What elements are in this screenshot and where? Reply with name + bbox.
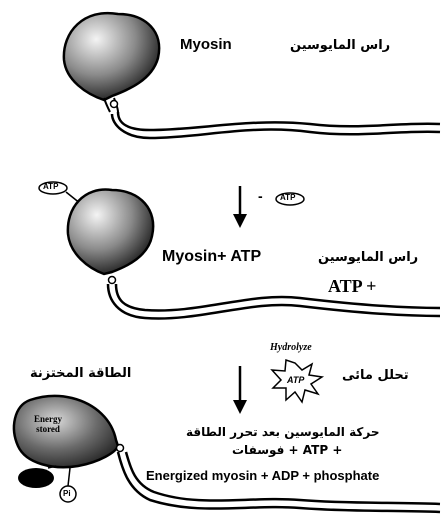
hydrolyze-label: Hydrolyze — [270, 342, 312, 353]
hydrolysis-ar-label: تحلل مائى — [342, 368, 409, 383]
down-arrow-1 — [233, 214, 247, 228]
myosin-tail-1b — [118, 112, 440, 130]
energy-stored-line1: Energy — [34, 414, 62, 424]
pi-label: Pi — [63, 489, 71, 498]
myosin-tail-2b — [116, 284, 440, 310]
atp-plus-label: ATP + — [328, 276, 376, 297]
energy-stored-line2: stored — [34, 424, 62, 434]
myosin-head-1 — [64, 13, 159, 100]
down-arrow-2 — [233, 400, 247, 414]
atp-tag-stage2: ATP — [43, 182, 58, 191]
myosin-atp-label: Myosin+ ATP — [162, 248, 261, 266]
energy-release-ar-label: حركة المايوسين بعد تحرر الطاقة — [186, 425, 379, 439]
myosin-head-2 — [68, 190, 153, 274]
myosin-head-3 — [14, 396, 118, 467]
stage1-myosin — [64, 13, 440, 138]
stage3-energized-myosin — [14, 396, 440, 512]
atp-phosphate-ar-label: + ATP + فوسفات — [232, 443, 342, 457]
stored-energy-ar-label: الطاقة المختزنة — [30, 366, 131, 381]
myosin-tail-2 — [108, 284, 440, 318]
myosin-label: Myosin — [180, 36, 232, 53]
arrow2 — [233, 360, 322, 414]
atp-tag-arrow1: ATP — [280, 193, 295, 202]
myosin-hinge-3 — [117, 445, 124, 452]
energy-stored-label: Energy stored — [34, 414, 62, 434]
myosin-head-ar-label-2: راس المايوسين — [318, 250, 418, 265]
myosin-hinge-1 — [111, 101, 118, 108]
myosin-head-ar-label: راس المايوسين — [290, 38, 390, 53]
minus-sign: - — [258, 188, 263, 204]
energized-myosin-label: Energized myosin + ADP + phosphate — [146, 468, 379, 483]
burst-atp-label: ATP — [287, 375, 304, 385]
myosin-hinge-2 — [109, 277, 116, 284]
adp-blob — [18, 468, 54, 488]
